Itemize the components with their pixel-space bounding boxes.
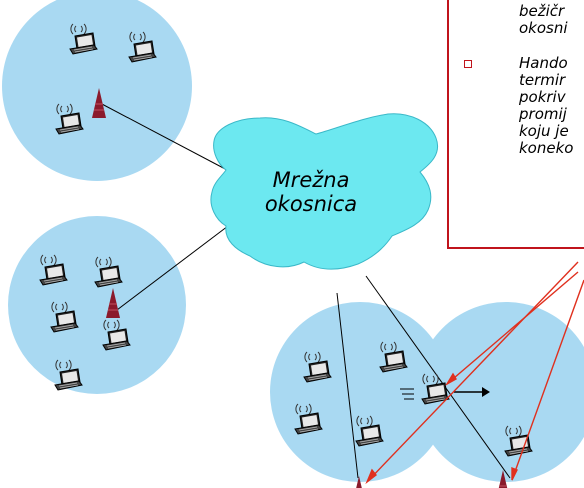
bullet-square-icon: [464, 60, 472, 68]
cloud-label-line2: okosnica: [264, 192, 358, 216]
callout-text-line: bežičr: [519, 2, 565, 20]
callout-box: [447, 0, 584, 249]
cloud-label-line1: Mrežna: [272, 168, 350, 192]
link-cloud-to-bottom-left-antenna: [336, 292, 359, 479]
wireless-cell-middle-left: [8, 216, 186, 394]
callout-text-line: okosni: [519, 19, 568, 37]
callout-text-line: termir: [519, 71, 566, 89]
pointer-arrows: [365, 261, 584, 485]
wireless-cell-top-left: [2, 0, 192, 181]
callout-text-line: koneko: [519, 139, 574, 157]
callout-text-line: koju je: [519, 122, 569, 140]
callout-text-line: pokriv: [519, 88, 566, 106]
callout-text-line: promij: [519, 105, 567, 123]
callout-text-line: Hando: [519, 54, 568, 72]
wireless-cell-bottom-left: [270, 302, 450, 482]
wireless-cell-bottom-right: [416, 302, 584, 482]
link-middle-left-to-cloud: [112, 222, 233, 314]
motion-arrow-head: [482, 387, 490, 397]
link-top-left-to-cloud: [99, 102, 230, 172]
network-backbone-cloud: [210, 113, 438, 270]
